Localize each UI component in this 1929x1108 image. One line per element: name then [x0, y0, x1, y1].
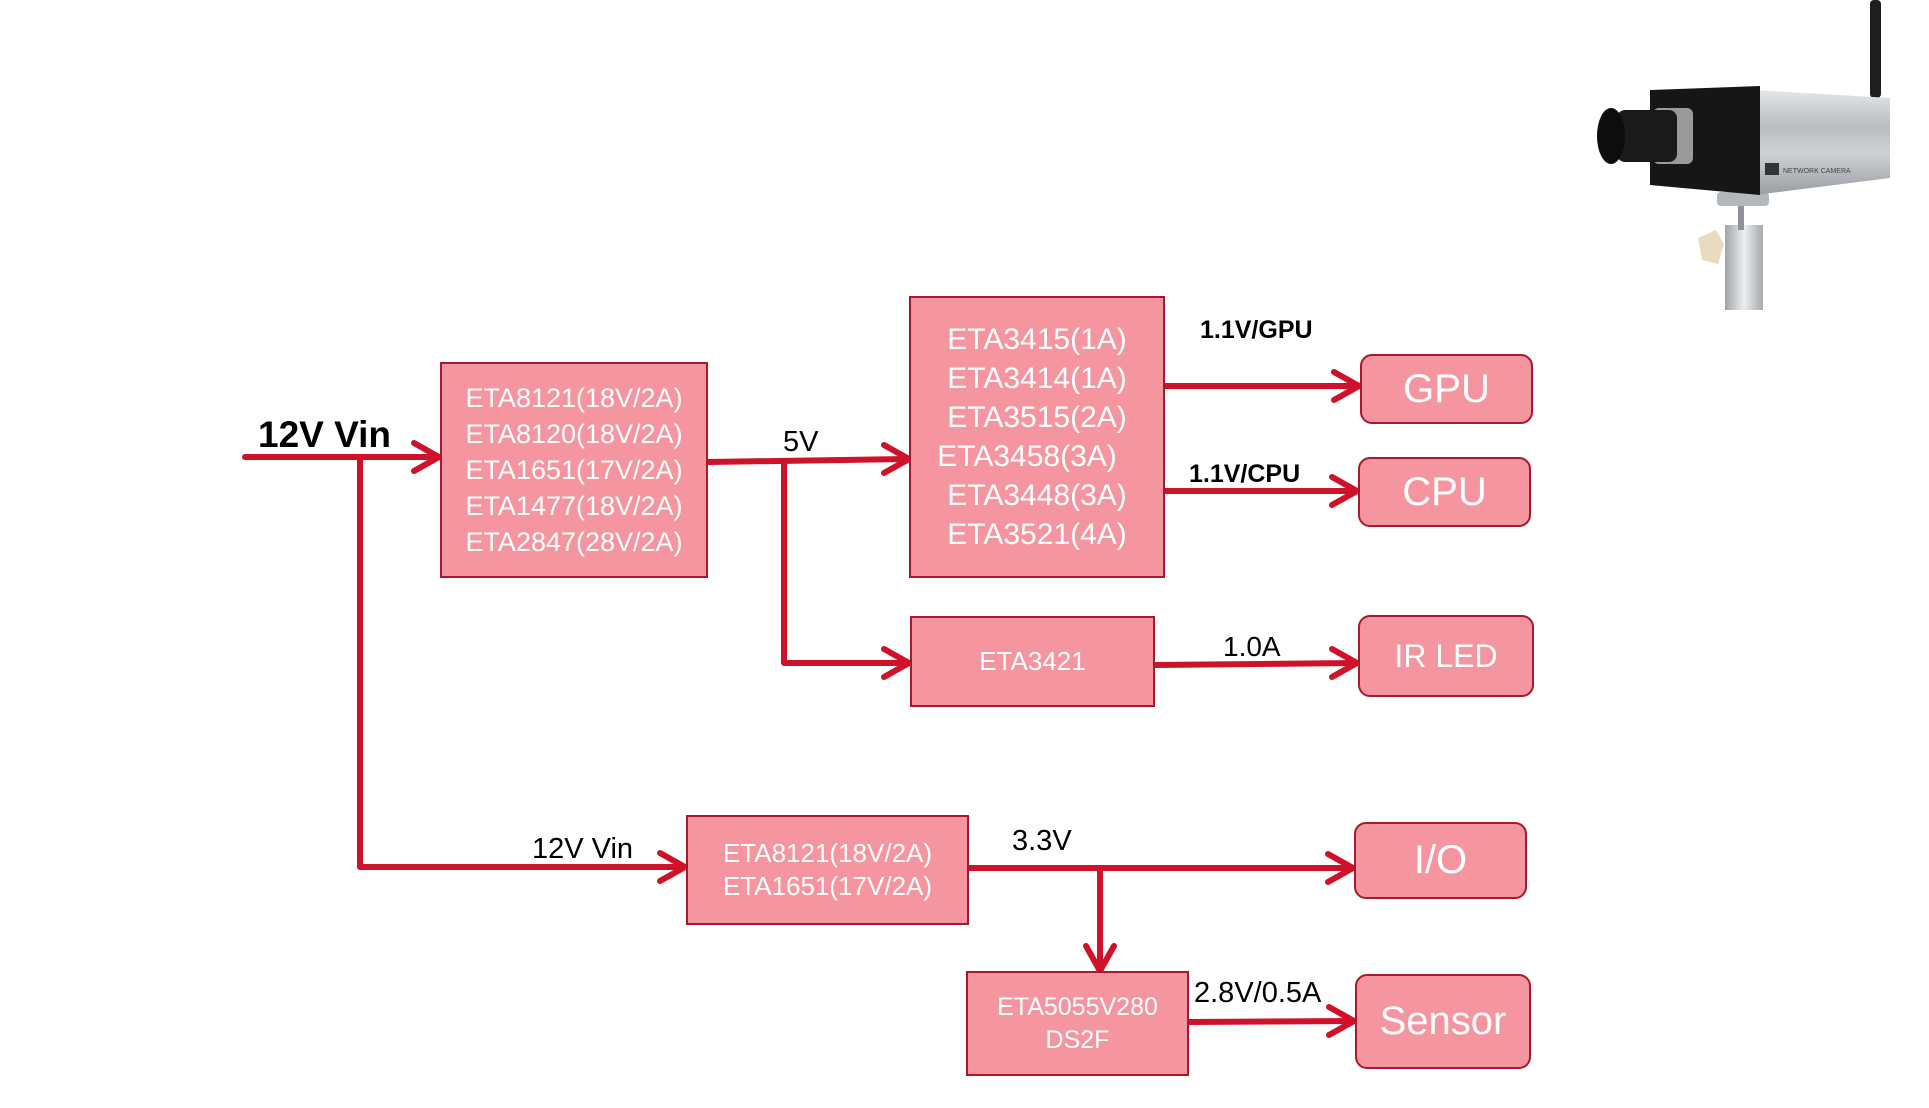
wire-ir-led [1151, 660, 1359, 668]
arrowhead-led-driver [881, 646, 912, 680]
camera-body [1755, 90, 1890, 195]
wire-5v [705, 456, 911, 465]
rail-label-gpu: 1.1V/GPU [1200, 316, 1313, 344]
load-gpu: GPU [1360, 354, 1533, 424]
part-label: ETA8121(18V/2A) [722, 838, 933, 868]
part-label: DS2F [1045, 1025, 1110, 1054]
led-driver-block: ETA3421 [910, 616, 1155, 707]
led-current-label: 1.0A [1223, 631, 1281, 662]
wire-12v-branch [357, 456, 687, 870]
arrowhead-preregulator [411, 440, 442, 474]
ldo-block: ETA5055V280 DS2F [966, 971, 1189, 1076]
rail-label-cpu: 1.1V/CPU [1189, 460, 1301, 488]
mount-pole [1725, 225, 1763, 310]
load-label: IR LED [1394, 637, 1498, 674]
rail-label-3v3: 3.3V [1012, 825, 1072, 857]
input-voltage-label: 12V Vin [258, 414, 392, 455]
branch-input-label: 12V Vin [532, 833, 634, 865]
part-label: ETA3515(2A) [947, 401, 1127, 434]
load-label: I/O [1413, 838, 1468, 882]
io-regulator-block: ETA8121(18V/2A) ETA1651(17V/2A) [686, 815, 969, 925]
preregulator-block: ETA8121(18V/2A) ETA8120(18V/2A) ETA1651(… [440, 362, 708, 578]
load-sensor: Sensor [1355, 974, 1531, 1069]
load-ir-led: IR LED [1358, 615, 1534, 697]
camera-lens [1617, 110, 1677, 162]
part-label: ETA3521(4A) [947, 518, 1127, 551]
camera-brand-text: NETWORK CAMERA [1783, 168, 1851, 175]
part-label: ETA1651(17V/2A) [465, 455, 683, 485]
arrowhead-ir-led [1329, 646, 1360, 680]
part-label: ETA3458(3A) [937, 440, 1117, 473]
wire-5v-branch [781, 462, 911, 666]
rail-label-5v: 5V [783, 426, 819, 458]
antenna [1870, 0, 1881, 98]
part-label: ETA3415(1A) [947, 323, 1127, 356]
part-label: ETA3414(1A) [947, 362, 1127, 395]
part-label: ETA1651(17V/2A) [722, 871, 933, 901]
part-label: ETA1477(18V/2A) [465, 491, 683, 521]
core-regulator-block: ETA3415(1A) ETA3414(1A) ETA3515(2A) ETA3… [909, 296, 1165, 578]
network-camera-icon: NETWORK CAMERA [1597, 0, 1890, 310]
rail-label-sensor: 2.8V/0.5A [1194, 977, 1322, 1009]
part-label: ETA8120(18V/2A) [465, 419, 683, 449]
load-cpu: CPU [1358, 457, 1531, 527]
part-label: ETA3421 [979, 646, 1086, 676]
load-label: Sensor [1379, 999, 1507, 1043]
arrowhead-gpu [1331, 369, 1362, 403]
load-io: I/O [1354, 822, 1527, 899]
part-label: ETA2847(28V/2A) [465, 527, 683, 557]
part-label: ETA5055V280 [997, 992, 1158, 1021]
part-label: ETA8121(18V/2A) [465, 383, 683, 413]
arrowhead-sensor [1326, 1004, 1357, 1038]
arrowhead-io [1325, 851, 1356, 885]
arrowhead-io-regulator [657, 850, 688, 884]
arrowhead-cpu [1329, 474, 1360, 508]
wire-sensor-rail [1185, 1018, 1356, 1025]
load-label: GPU [1403, 366, 1490, 411]
load-label: CPU [1402, 469, 1487, 514]
mount-knob [1698, 230, 1724, 264]
part-label: ETA3448(3A) [947, 479, 1127, 512]
